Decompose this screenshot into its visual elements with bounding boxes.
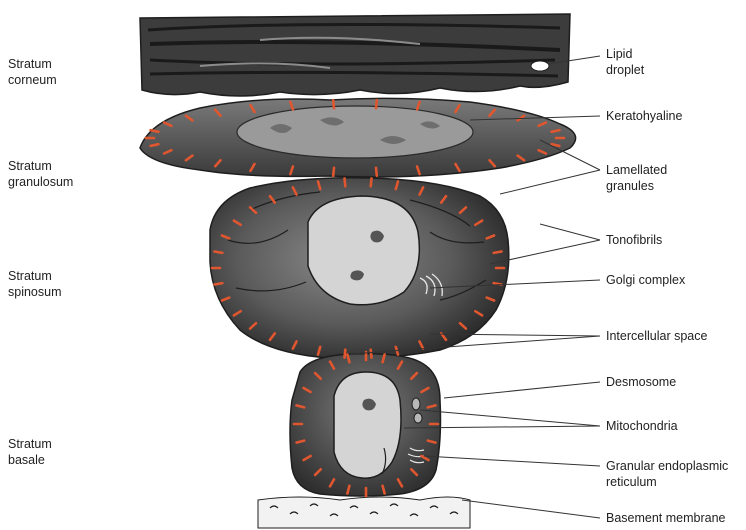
desmosome-mark — [552, 130, 560, 132]
leader-mitochondria-1 — [420, 410, 600, 426]
desmosome-mark — [345, 350, 346, 358]
callout-granular-er: Granular endoplasmic reticulum — [606, 458, 728, 490]
stratum-corneum-band — [140, 14, 570, 96]
callout-desmosome: Desmosome — [606, 374, 676, 390]
layer-label-spinosum: Stratum spinosum — [8, 268, 62, 300]
callout-golgi-complex: Golgi complex — [606, 272, 685, 288]
spinosum-nucleus — [308, 196, 419, 305]
desmosome-mark — [376, 168, 377, 176]
desmosome-mark — [494, 252, 502, 253]
callout-keratohyaline: Keratohyaline — [606, 108, 682, 124]
leader-lamellated-2 — [500, 170, 600, 194]
callout-basement-membrane: Basement membrane — [606, 510, 726, 526]
leader-tonofibrils-1 — [540, 224, 600, 240]
layer-label-corneum: Stratum corneum — [8, 56, 57, 88]
leader-basement — [462, 500, 600, 518]
layer-label-basale: Stratum basale — [8, 436, 52, 468]
desmosome-mark — [371, 178, 372, 186]
callout-lipid-droplet: Lipid droplet — [606, 46, 644, 78]
basement-membrane — [258, 497, 470, 528]
leader-granular-er — [424, 456, 600, 466]
spinosum-cell — [210, 178, 509, 359]
desmosome-mark — [345, 178, 346, 186]
basale-nucleus — [334, 372, 401, 478]
desmosome-mark — [151, 144, 159, 146]
callout-tonofibrils: Tonofibrils — [606, 232, 662, 248]
layer-label-granulosum: Stratum granulosum — [8, 158, 73, 190]
lipid-droplet — [531, 61, 549, 71]
leader-desmosome — [444, 382, 600, 398]
desmosome-mark — [333, 168, 334, 176]
callout-lamellated-granules: Lamellated granules — [606, 162, 667, 194]
desmosome-mark — [552, 144, 560, 146]
desmosome-mark — [371, 350, 372, 358]
desmosome-mark — [215, 252, 223, 253]
desmosome-mark — [333, 100, 334, 108]
desmosome-mark — [376, 100, 377, 108]
callout-mitochondria: Mitochondria — [606, 418, 678, 434]
desmosome-mark — [215, 283, 223, 284]
callout-intercellular-space: Intercellular space — [606, 328, 707, 344]
desmosome-mark — [151, 130, 159, 132]
granulosum-cell — [140, 98, 576, 177]
keratohyaline-granule — [237, 106, 473, 158]
